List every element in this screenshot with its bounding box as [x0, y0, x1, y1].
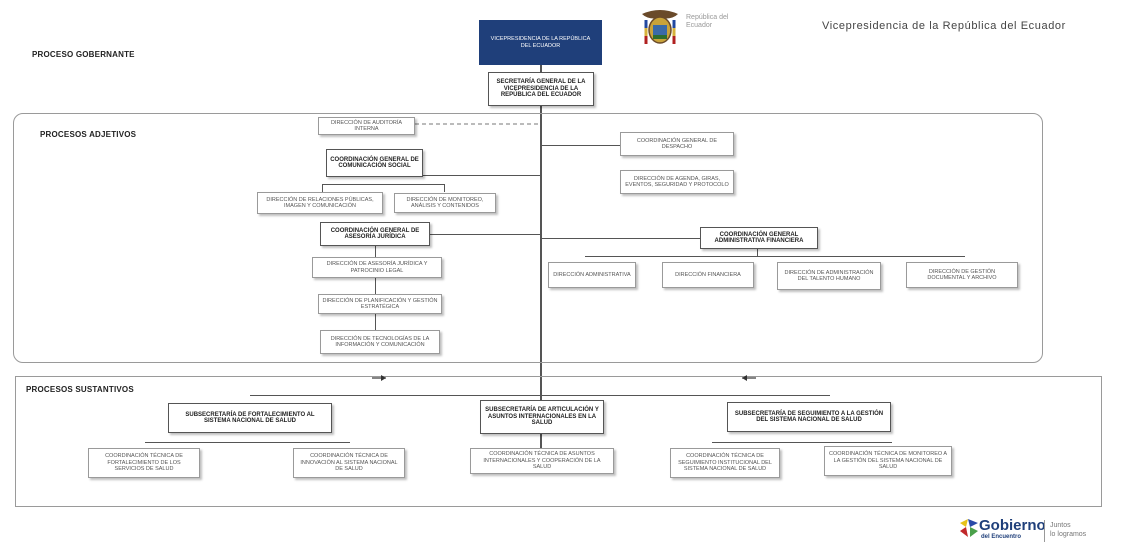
dir-admin-box: DIRECCIÓN ADMINISTRATIVA — [548, 262, 636, 288]
sub-artic-box: SUBSECRETARÍA DE ARTICULACIÓN Y ASUNTOS … — [480, 400, 604, 434]
secretaria-box: SECRETARÍA GENERAL DE LA VICEPRESIDENCIA… — [488, 72, 594, 106]
sub-seg-box: SUBSECRETARÍA DE SEGUIMIENTO A LA GESTIÓ… — [727, 402, 891, 432]
coord-seg-box: COORDINACIÓN TÉCNICA DE SEGUIMIENTO INST… — [670, 448, 780, 478]
admin-branch — [540, 238, 700, 239]
administrativa-box: COORDINACIÓN GENERAL ADMINISTRATIVA FINA… — [700, 227, 818, 249]
footer-tag1: Juntos — [1050, 522, 1071, 529]
monitoreo-box: DIRECCIÓN DE MONITOREO, ANÁLISIS Y CONTE… — [394, 193, 496, 213]
dir-doc-box: DIRECCIÓN DE GESTIÓN DOCUMENTAL Y ARCHIV… — [906, 262, 1018, 288]
coord-mon-box: COORDINACIÓN TÉCNICA DE MONITOREO A LA G… — [824, 446, 952, 476]
adjetivos-region — [13, 113, 1043, 363]
seg-sub-h — [712, 442, 892, 443]
coord-artic-box: COORDINACIÓN TÉCNICA DE ASUNTOS INTERNAC… — [470, 448, 614, 474]
sub-fort-box: SUBSECRETARÍA DE FORTALECIMIENTO AL SIST… — [168, 403, 332, 433]
gobernante-label: PROCESO GOBERNANTE — [32, 50, 135, 59]
relaciones-box: DIRECCIÓN DE RELACIONES PÚBLICAS, IMAGEN… — [257, 192, 383, 214]
adjetivos-label: PROCESOS ADJETIVOS — [40, 130, 137, 139]
com-subline — [322, 184, 444, 185]
coord-fort-box: COORDINACIÓN TÉCNICA DE FORTALECIMIENTO … — [88, 448, 200, 478]
emblem-caption: República del Ecuador — [686, 14, 729, 29]
sustantivos-label: PROCESOS SUSTANTIVOS — [26, 385, 134, 394]
despacho-box: COORDINACIÓN GENERAL DE DESPACHO — [620, 132, 734, 156]
asesoria-box: DIRECCIÓN DE ASESORÍA JURÍDICA Y PATROCI… — [312, 257, 442, 278]
com-sub-v1 — [322, 184, 323, 192]
gobierno-brand: Gobierno — [979, 517, 1046, 534]
sustantivos-region — [15, 376, 1102, 507]
jur-branch — [430, 234, 540, 235]
planificacion-box: DIRECCIÓN DE PLANIFICACIÓN Y GESTIÓN EST… — [318, 294, 442, 314]
gobierno-sub: del Encuentro — [981, 534, 1022, 540]
agenda-box: DIRECCIÓN DE AGENDA, GIRAS, EVENTOS, SEG… — [620, 170, 734, 194]
com-sub-v2 — [444, 184, 445, 192]
tecnologias-box: DIRECCIÓN DE TECNOLOGÍAS DE LA INFORMACI… — [320, 330, 440, 354]
footer-tag2: lo logramos — [1050, 531, 1087, 538]
footer-divider — [1044, 520, 1045, 542]
dir-talento-box: DIRECCIÓN DE ADMINISTRACIÓN DEL TALENTO … — [777, 262, 881, 290]
juridica-box: COORDINACIÓN GENERAL DE ASESORÍA JURÍDIC… — [320, 222, 430, 246]
ecuador-emblem-icon — [642, 10, 678, 44]
left-arrow-icon — [372, 375, 386, 381]
coord-innov-box: COORDINACIÓN TÉCNICA DE INNOVACIÓN AL SI… — [293, 448, 405, 478]
comunicacion-box: COORDINACIÓN GENERAL DE COMUNICACIÓN SOC… — [326, 149, 423, 177]
org-title: Vicepresidencia de la República del Ecua… — [822, 20, 1066, 32]
fort-sub-h — [145, 442, 350, 443]
auditoria-dashed-line — [415, 123, 541, 125]
sust-h — [250, 395, 830, 396]
gobierno-logo-icon — [960, 519, 978, 537]
right-arrow-icon — [742, 375, 756, 381]
adj-left-branch — [378, 175, 540, 176]
admin-sub-v — [757, 247, 758, 257]
despacho-branch — [540, 145, 620, 146]
auditoria-box: DIRECCIÓN DE AUDITORÍA INTERNA — [318, 117, 415, 135]
dir-fin-box: DIRECCIÓN FINANCIERA — [662, 262, 754, 288]
top-box: VICEPRESIDENCIA DE LA REPÚBLICA DEL ECUA… — [479, 20, 602, 65]
main-vertical-line — [540, 62, 542, 457]
admin-sub-h — [585, 256, 965, 257]
